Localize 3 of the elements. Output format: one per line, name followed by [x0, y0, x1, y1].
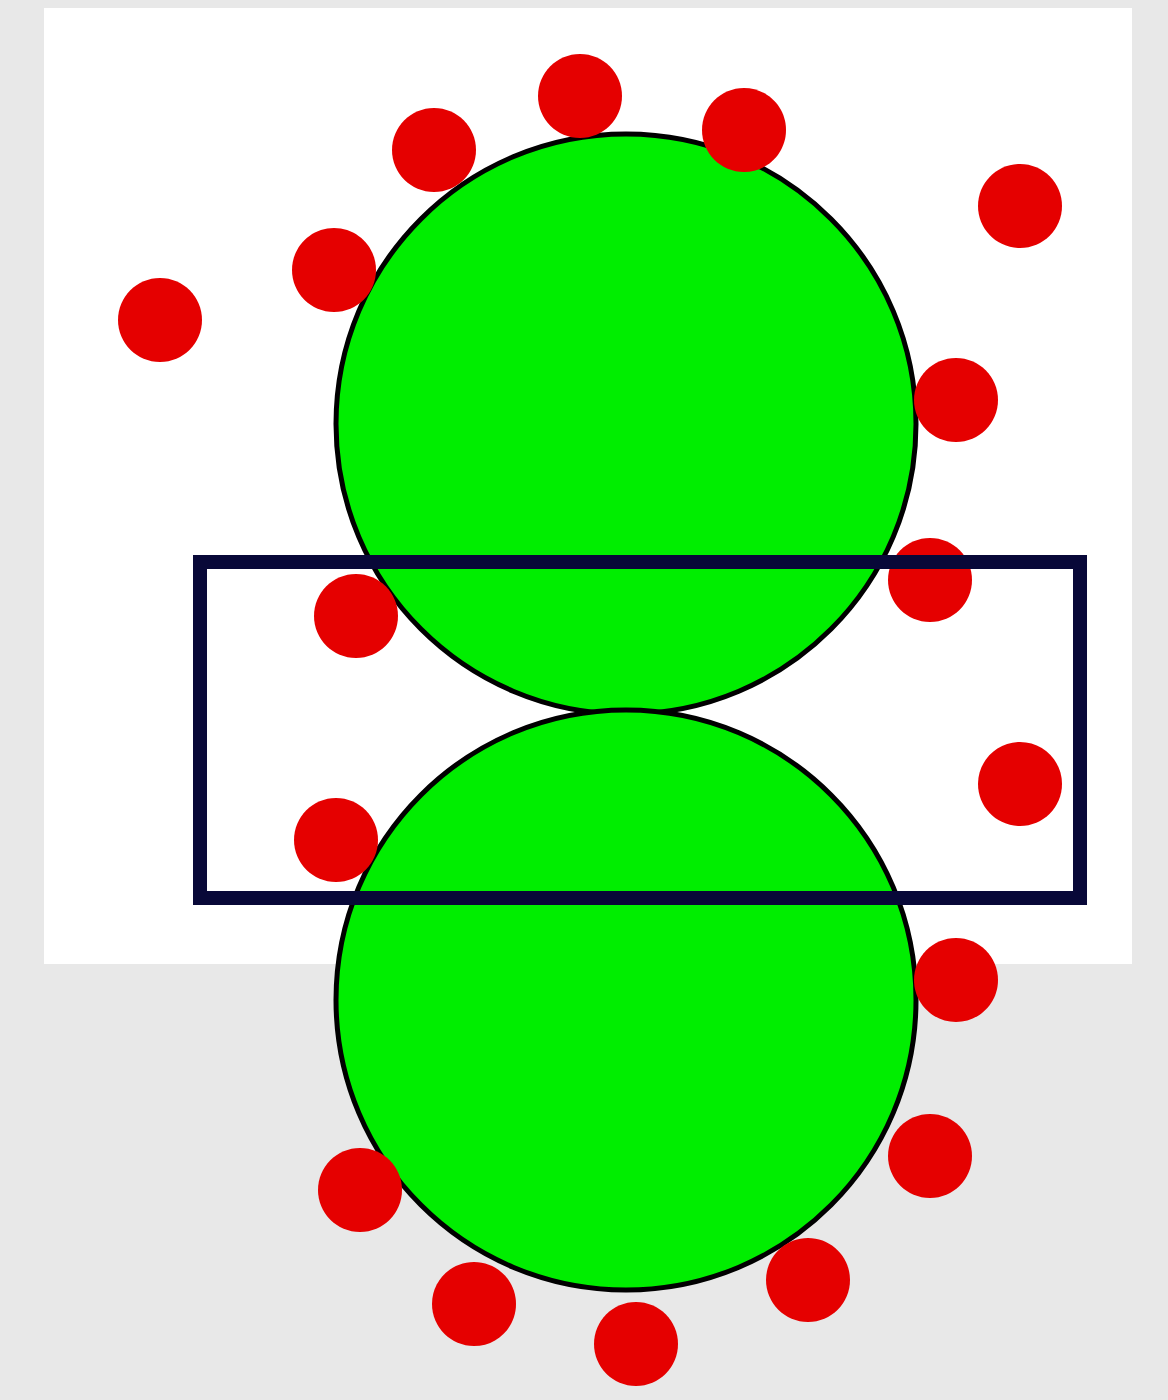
- outline-rectangle: [193, 555, 1087, 905]
- large-circle: [333, 707, 919, 1293]
- large-circle: [333, 131, 919, 717]
